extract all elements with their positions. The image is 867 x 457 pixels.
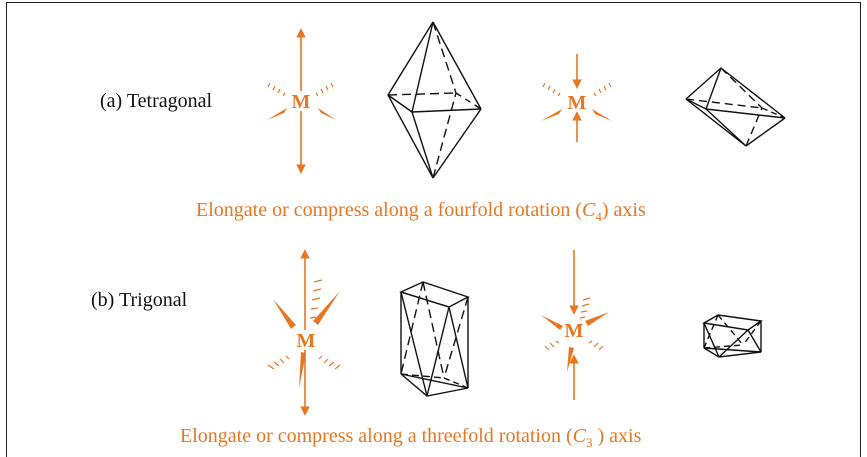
wedge-upper-right xyxy=(313,291,340,325)
wedge-lower xyxy=(299,352,306,388)
metal-symbol: M xyxy=(292,91,311,113)
metal-symbol: M xyxy=(565,320,584,342)
wedge-upper-left xyxy=(273,299,296,329)
trigonal-elongated-metal: M xyxy=(267,249,341,416)
wedge-upper-left xyxy=(541,315,563,330)
hash-lower-right xyxy=(588,340,604,351)
hash-upper xyxy=(309,279,323,319)
wedge-front-left xyxy=(267,108,287,120)
trigonal-elongated-antiprism xyxy=(399,281,470,397)
hash-back-left xyxy=(267,82,286,97)
hash-back-right xyxy=(593,82,612,97)
hash-upper xyxy=(579,297,591,319)
wedge-front-right xyxy=(592,109,612,121)
hash-back-right xyxy=(315,82,334,97)
hash-back-left xyxy=(542,82,561,97)
metal-symbol: M xyxy=(568,92,587,114)
trigonal-compressed-antiprism xyxy=(701,314,763,358)
metal-symbol: M xyxy=(297,330,316,352)
tetragonal-elongated-metal: M xyxy=(267,28,336,174)
tetragonal-compressed-metal: M xyxy=(541,54,612,142)
wedge-upper-right xyxy=(585,312,609,326)
wedge-front-right xyxy=(318,108,336,120)
figure-frame xyxy=(6,2,861,457)
wedge-front-left xyxy=(541,109,562,121)
hash-lower-left xyxy=(267,355,290,370)
trigonal-caption: Elongate or compress along a threefold r… xyxy=(180,425,642,450)
hash-lower-right xyxy=(318,355,341,370)
hash-lower-left xyxy=(544,340,560,351)
tetragonal-caption: Elongate or compress along a fourfold ro… xyxy=(196,199,646,224)
trigonal-label: (b) Trigonal xyxy=(91,289,188,311)
wedge-lower xyxy=(567,347,574,372)
tetragonal-elongated-octahedron xyxy=(387,21,482,179)
tetragonal-label: (a) Tetragonal xyxy=(100,90,213,112)
tetragonal-compressed-octahedron xyxy=(685,67,786,147)
trigonal-compressed-metal: M xyxy=(541,250,609,400)
